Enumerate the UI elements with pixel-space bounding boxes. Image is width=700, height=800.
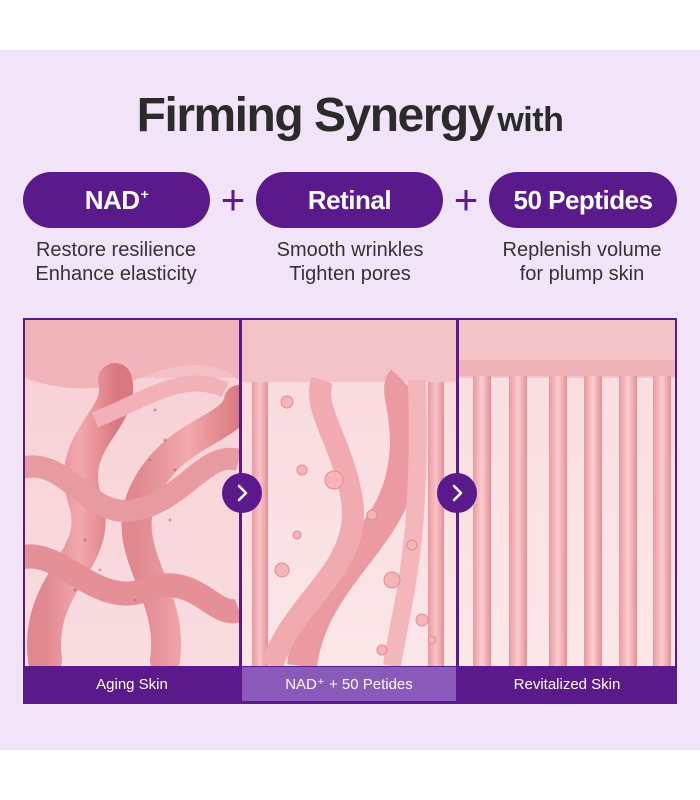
ingredient-name: 50 Peptides <box>513 184 653 215</box>
title-suffix: with <box>497 101 564 139</box>
ingredient-description-nad: Restore resilience Enhance elasticity <box>6 238 226 286</box>
plus-icon: + <box>453 176 479 223</box>
ingredient-description-peptides: Replenish volume for plump skin <box>472 238 692 286</box>
chevron-right-icon <box>437 473 477 513</box>
description-line: Smooth wrinkles <box>276 239 424 261</box>
ingredient-pill-peptides: 50 Peptides <box>489 172 677 228</box>
ingredient-pill-nad: NAD+ <box>23 172 210 228</box>
plus-icon: + <box>220 176 246 223</box>
description-line: Restore resilience <box>35 239 197 261</box>
aging-skin-image <box>25 320 239 666</box>
panel-label-treatment: NAD⁺ + 50 Petides <box>242 667 456 701</box>
skin-comparison-panels: Aging Skin NAD⁺ + 50 Petides Revitalized… <box>23 318 677 704</box>
description-line: Tighten pores <box>289 263 411 285</box>
ingredient-superscript: + <box>140 186 149 202</box>
panel-label-revitalized-skin: Revitalized Skin <box>513 675 621 693</box>
description-line: Enhance elasticity <box>35 263 197 285</box>
description-line: Replenish volume <box>502 239 662 261</box>
ingredient-description-retinal: Smooth wrinkles Tighten pores <box>240 238 460 286</box>
chevron-right-icon <box>222 473 262 513</box>
title-main: Firming Synergy <box>136 89 495 142</box>
revitalized-skin-image <box>459 320 675 666</box>
treatment-skin-image <box>242 320 456 666</box>
description-line: for plump skin <box>519 263 645 285</box>
page-title: Firming Synergy with <box>0 88 700 143</box>
ingredient-name: Retinal <box>307 184 392 215</box>
ingredient-pill-retinal: Retinal <box>256 172 443 228</box>
ingredient-name: NAD <box>84 184 140 215</box>
panel-label-aging-skin: Aging Skin <box>96 675 168 693</box>
